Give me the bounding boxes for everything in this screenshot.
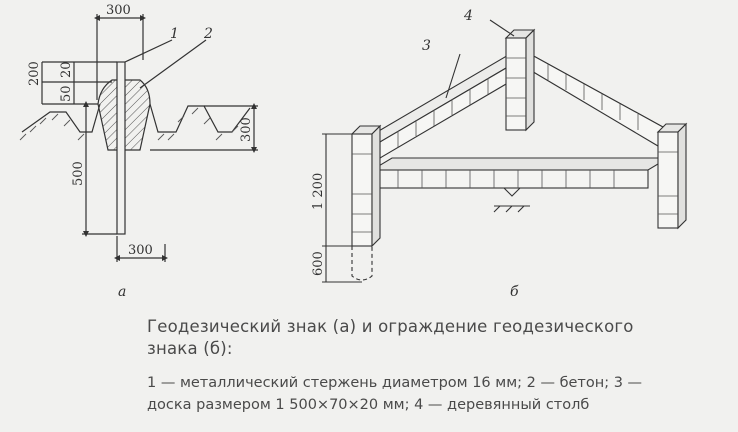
panel-b-label: б	[510, 284, 519, 300]
panel-a-label: а	[118, 284, 126, 300]
panel-b-sign-fence	[322, 19, 688, 283]
panel-a-geodetic-sign	[19, 14, 258, 262]
ground-hatching	[19, 107, 239, 141]
legend-line-2: доска размером 1 500×70×20 мм; 4 — дерев…	[147, 397, 590, 413]
callout-4: 4	[463, 8, 473, 24]
dim-600: 600	[311, 251, 326, 276]
underground-post	[351, 246, 373, 281]
dim-50: 50	[59, 85, 74, 102]
beam-segments	[397, 170, 615, 188]
dim-200: 200	[27, 61, 42, 86]
dim-20: 20	[59, 61, 74, 78]
dim-bottom-300: 300	[128, 243, 153, 258]
dim-top-300: 300	[106, 3, 131, 18]
metal-rod	[116, 61, 126, 235]
caption-line-1: Геодезический знак (а) и ограждение геод…	[147, 317, 634, 336]
technical-diagram: 300 200 20 50 500 300 300 1 2 а	[19, 3, 688, 300]
callout-3: 3	[422, 38, 431, 54]
figure-caption: Геодезический знак (а) и ограждение геод…	[147, 316, 727, 360]
legend-line-1: 1 — металлический стержень диаметром 16 …	[147, 375, 643, 391]
caption-line-2: знака (б):	[147, 339, 233, 358]
center-sign-marker	[493, 187, 530, 213]
ground-profile	[21, 103, 251, 133]
dim-trench-300: 300	[239, 117, 254, 142]
diagonal-board-left	[357, 53, 533, 143]
dim-500: 500	[71, 161, 86, 186]
callout-2: 2	[203, 26, 213, 42]
dim-1200: 1 200	[311, 173, 326, 210]
figure-legend: 1 — металлический стержень диаметром 16 …	[147, 372, 732, 416]
callout-1: 1	[170, 26, 179, 42]
horizontal-board	[370, 157, 670, 171]
